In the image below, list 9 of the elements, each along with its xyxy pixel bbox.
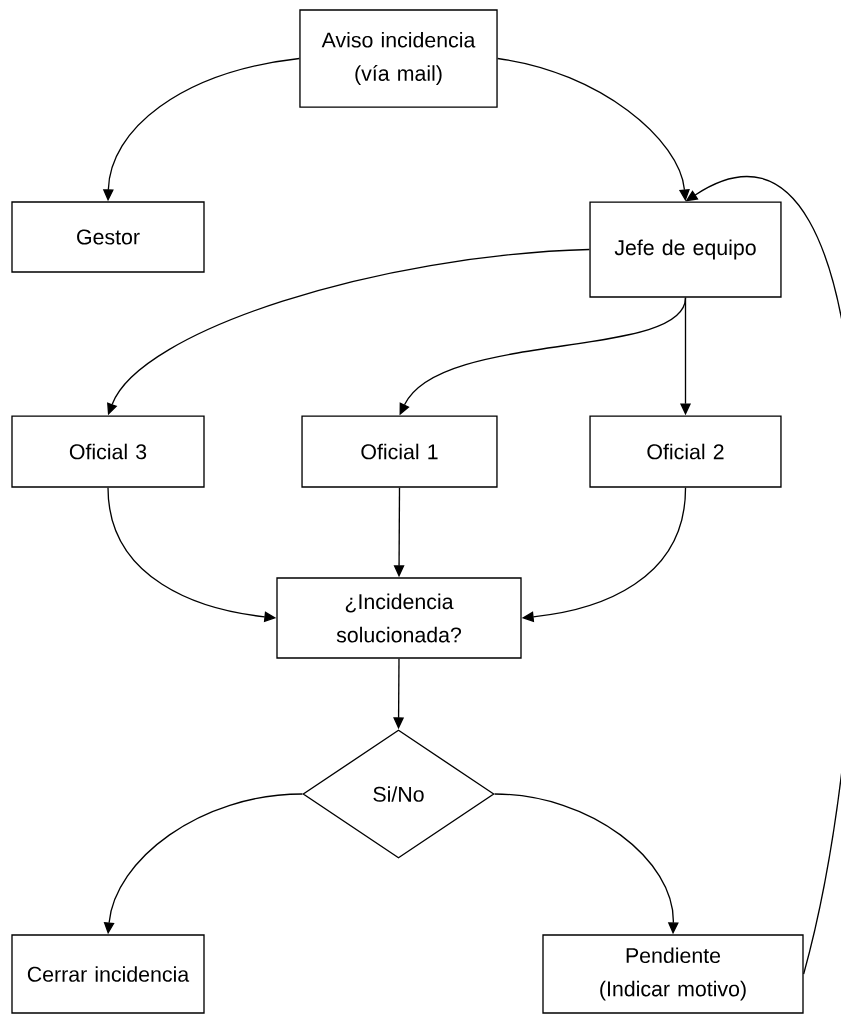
process-box: ¿Incidencia solucionada? xyxy=(276,577,522,659)
process-box: Aviso incidencia (vía mail) xyxy=(299,9,498,108)
process-box: Oficial 3 xyxy=(11,415,205,488)
process-box: Oficial 1 xyxy=(301,415,498,488)
process-box: Pendiente (Indicar motivo) xyxy=(542,934,804,1014)
process-box: Gestor xyxy=(11,201,205,273)
process-box: Cerrar incidencia xyxy=(11,934,205,1014)
process-box: Jefe de equipo xyxy=(589,201,782,298)
process-box: Oficial 2 xyxy=(589,415,782,488)
